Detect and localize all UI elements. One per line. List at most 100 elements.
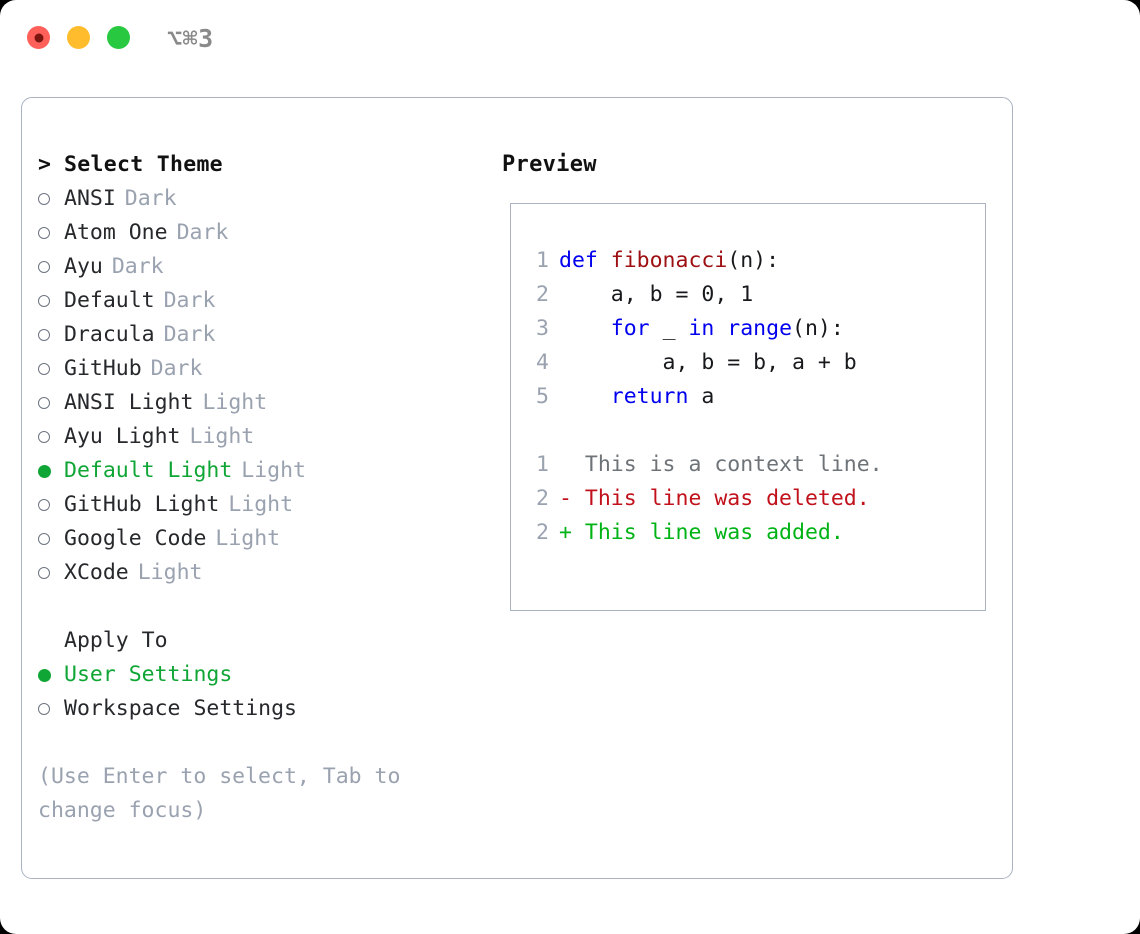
diff-marker	[559, 452, 572, 477]
apply-to-option-label: User Settings	[64, 662, 233, 687]
radio-selected-icon[interactable]	[38, 658, 64, 692]
theme-category: Light	[202, 390, 268, 415]
diff-line: 2 + This line was added.	[527, 516, 977, 550]
line-number: 3	[536, 316, 549, 341]
theme-name: GitHub Light	[64, 492, 220, 517]
code-token: a, b = b, a + b	[559, 350, 857, 375]
theme-list-item[interactable]: GitHub Dark	[38, 352, 488, 386]
preview-content: 1 def fibonacci(n): 2 a, b = 0, 1 3 for _ i…	[527, 244, 977, 550]
code-token: (n):	[727, 248, 780, 273]
theme-category: Dark	[150, 356, 203, 381]
theme-name: Atom One	[64, 220, 168, 245]
radio-unselected-icon[interactable]	[38, 216, 64, 250]
code-token: for	[610, 316, 663, 341]
window-title: ⌥⌘3	[167, 24, 214, 53]
theme-name: Default	[64, 288, 155, 313]
radio-unselected-icon[interactable]	[38, 250, 64, 284]
theme-list-item[interactable]: Ayu Light Light	[38, 420, 488, 454]
code-diff-spacer	[527, 414, 977, 448]
diff-text: This line was deleted.	[571, 486, 870, 511]
theme-category: Light	[189, 424, 255, 449]
code-token: def	[559, 248, 611, 273]
line-number: 2	[536, 520, 549, 545]
line-number: 1	[536, 248, 549, 273]
zoom-button[interactable]	[107, 26, 130, 49]
code-token: a, b = 0, 1	[559, 282, 754, 307]
theme-name: ANSI Light	[64, 390, 194, 415]
radio-unselected-icon[interactable]	[38, 182, 64, 216]
line-number: 1	[536, 452, 549, 477]
radio-unselected-icon[interactable]	[38, 692, 64, 726]
keyboard-hint: (Use Enter to select, Tab to change focu…	[38, 764, 401, 823]
radio-unselected-icon[interactable]	[38, 352, 64, 386]
radio-unselected-icon[interactable]	[38, 284, 64, 318]
line-number: 4	[536, 350, 549, 375]
minimize-button[interactable]	[67, 26, 90, 49]
apply-to-option-label: Workspace Settings	[64, 696, 297, 721]
theme-picker-header: > Select Theme	[38, 148, 488, 182]
theme-list-item[interactable]: Atom One Dark	[38, 216, 488, 250]
theme-category: Light	[137, 560, 203, 585]
code-token	[559, 316, 611, 341]
theme-name: GitHub	[64, 356, 142, 381]
diff-marker: +	[559, 520, 572, 545]
theme-category: Dark	[111, 254, 164, 279]
diff-marker: -	[559, 486, 572, 511]
diff-line: 1 This is a context line.	[527, 448, 977, 482]
diff-text: This line was added.	[571, 520, 844, 545]
theme-list-item[interactable]: GitHub Light Light	[38, 488, 488, 522]
line-number: 2	[536, 282, 549, 307]
code-token: _	[662, 316, 689, 341]
window-titlebar: ⌥⌘3	[0, 0, 1140, 78]
radio-unselected-icon[interactable]	[38, 488, 64, 522]
preview-column: Preview	[502, 148, 992, 182]
radio-unselected-icon[interactable]	[38, 386, 64, 420]
radio-selected-icon[interactable]	[38, 454, 64, 488]
radio-unselected-icon[interactable]	[38, 556, 64, 590]
apply-to-title: Apply To	[64, 628, 168, 653]
radio-unselected-icon[interactable]	[38, 318, 64, 352]
code-line: 3 for _ in range(n):	[527, 312, 977, 346]
preview-title: Preview	[502, 152, 597, 177]
apply-to-heading-row: Apply To	[38, 624, 488, 658]
theme-name: Google Code	[64, 526, 207, 551]
preview-box: 1 def fibonacci(n): 2 a, b = 0, 1 3 for _ i…	[510, 203, 986, 611]
theme-category: Dark	[176, 220, 229, 245]
code-line: 1 def fibonacci(n):	[527, 244, 977, 278]
code-token: fibonacci	[610, 248, 728, 273]
radio-unselected-icon[interactable]	[38, 420, 64, 454]
theme-picker-title: Select Theme	[64, 152, 223, 177]
theme-name: Dracula	[64, 322, 155, 347]
prompt-caret-icon: >	[38, 152, 51, 177]
radio-unselected-icon[interactable]	[38, 522, 64, 556]
theme-name: Ayu Light	[64, 424, 181, 449]
theme-category: Light	[241, 458, 307, 483]
theme-list-item[interactable]: Google Code Light	[38, 522, 488, 556]
line-number: 2	[536, 486, 549, 511]
apply-to-option[interactable]: User Settings	[38, 658, 488, 692]
theme-name: ANSI	[64, 186, 116, 211]
code-token: in	[688, 316, 728, 341]
diff-text: This is a context line.	[571, 452, 883, 477]
code-line: 4 a, b = b, a + b	[527, 346, 977, 380]
theme-list-item[interactable]: ANSI Light Light	[38, 386, 488, 420]
theme-category: Light	[228, 492, 294, 517]
apply-to-option[interactable]: Workspace Settings	[38, 692, 488, 726]
diff-sample: 1 This is a context line. 2- This line wa…	[527, 448, 977, 550]
close-button[interactable]	[27, 26, 50, 49]
theme-category: Light	[215, 526, 281, 551]
list-spacer	[38, 590, 488, 624]
code-sample: 1 def fibonacci(n): 2 a, b = 0, 1 3 for _ i…	[527, 244, 977, 414]
code-line: 5 return a	[527, 380, 977, 414]
